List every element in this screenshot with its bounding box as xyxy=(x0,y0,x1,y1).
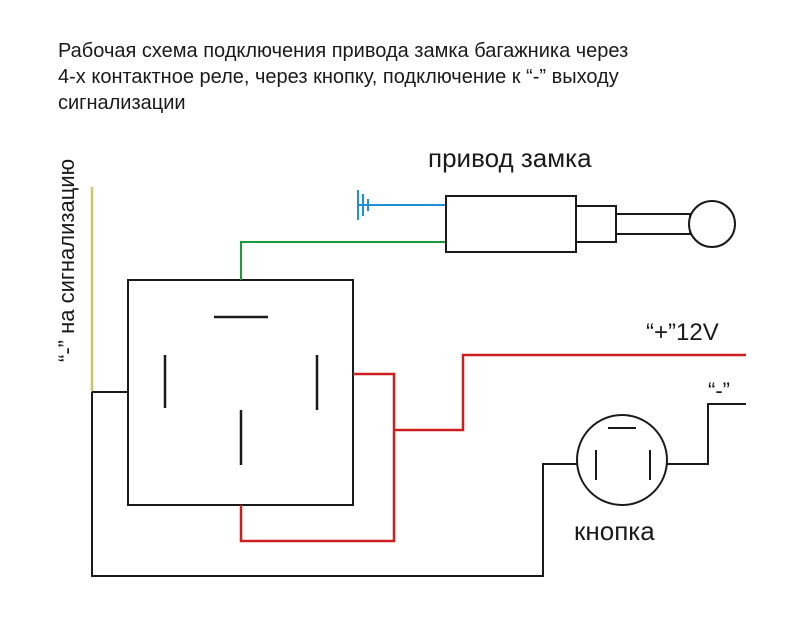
actuator-body xyxy=(445,195,577,253)
button-body xyxy=(576,414,668,506)
black-wire-alarm-to-button xyxy=(91,392,578,577)
button-label: кнопка xyxy=(574,516,655,546)
alarm-minus-label: “-” на сигнализацию xyxy=(54,159,79,362)
relay-box xyxy=(127,279,354,506)
actuator-label: привод замка xyxy=(428,143,592,173)
actuator-knob xyxy=(688,200,736,248)
actuator-sleeve xyxy=(575,205,617,243)
red-wire-12v-to-relay xyxy=(394,353,746,432)
actuator-rod xyxy=(615,213,691,235)
diagram-title: Рабочая схема подключения привода замка … xyxy=(58,38,758,116)
black-wire-button-to-ground xyxy=(667,403,746,465)
ground-minus-label: “-” xyxy=(708,378,730,403)
ground-icon xyxy=(357,190,369,220)
red-wire-relay-bottom-loop xyxy=(239,430,396,543)
red-wire-relay-jumper xyxy=(353,372,396,430)
title-line-1: Рабочая схема подключения привода замка … xyxy=(58,40,629,62)
title-line-2: 4-х контактное реле, через кнопку, подкл… xyxy=(58,66,619,88)
plus-12v-label: “+”12V xyxy=(646,319,719,346)
green-wire-relay-to-actuator xyxy=(240,241,446,280)
title-line-3: сигнализации xyxy=(58,92,186,114)
